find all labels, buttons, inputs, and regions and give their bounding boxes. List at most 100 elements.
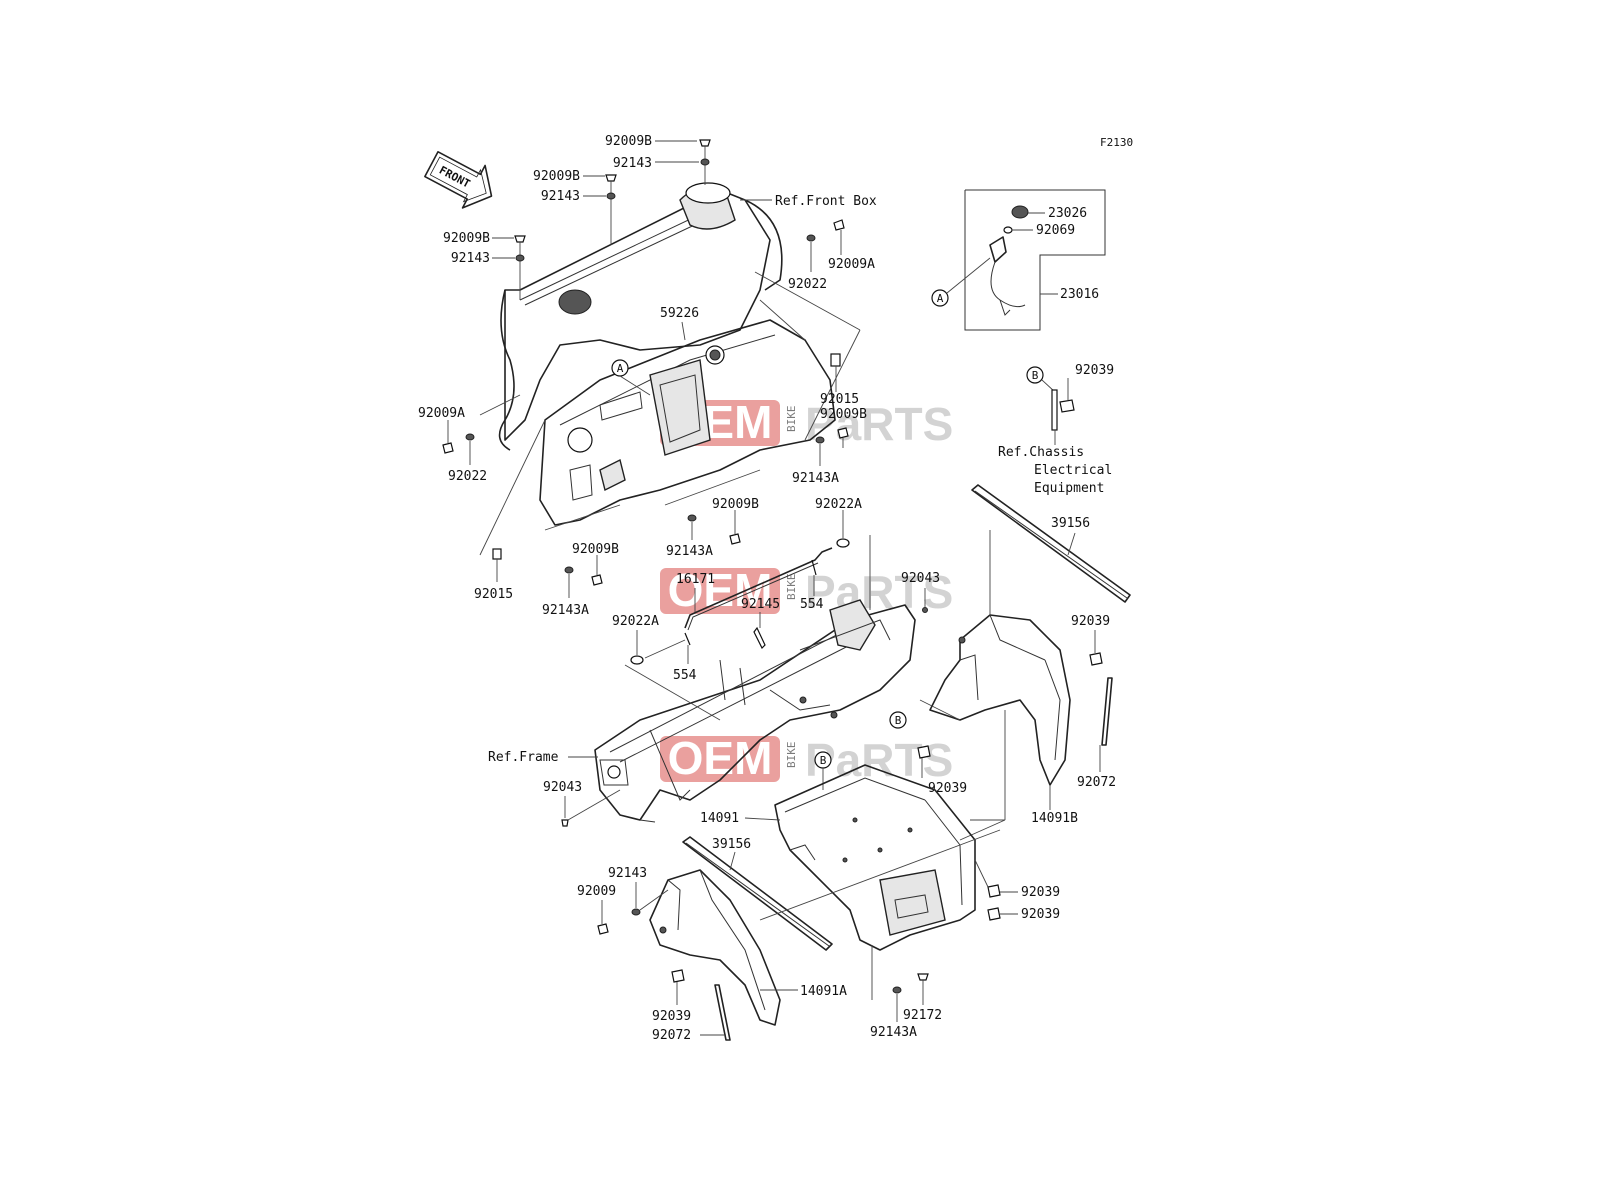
label-left-bolt-a: 92009A [418, 406, 465, 421]
watermark-bike-2: BIKE [785, 574, 798, 601]
fastener-bolt-bottom-left [597, 923, 609, 935]
fastener-frame-bolt-right [922, 607, 928, 613]
callout-b-cover: B [814, 751, 832, 790]
label-rod-left: 92072 [652, 1028, 691, 1043]
label-socket-oring: 92069 [1036, 223, 1075, 238]
label-socket: 23016 [1060, 287, 1099, 302]
label-frame-bolt-left: 92043 [543, 780, 582, 795]
label-clip-cover-1: 92039 [1021, 885, 1060, 900]
left-fender [649, 869, 781, 1026]
fastener-right-bolt-a [806, 219, 845, 272]
clip-92145 [753, 626, 766, 650]
callout-b-center: B [889, 711, 907, 729]
label-left-collar: 92015 [474, 587, 513, 602]
label-clip-right-1: 92039 [1071, 614, 1110, 629]
figure-code: F2130 [1100, 136, 1133, 149]
callout-a-dash: A [611, 359, 651, 396]
watermark-oem-3: OEM [668, 732, 773, 784]
label-right-collar: 92015 [820, 392, 859, 407]
label-right-washer: 92022 [788, 277, 827, 292]
label-left-bolt-2: 92009B [443, 231, 490, 246]
fastener-clip-center [917, 745, 931, 759]
callout-a-socket-text: A [937, 292, 944, 305]
label-right-bolt: 92009A [828, 257, 875, 272]
label-clip-left: 92039 [652, 1009, 691, 1024]
label-cable: 16171 [676, 572, 715, 587]
label-strip-left: 39156 [712, 837, 751, 852]
fastener-top-washer [700, 158, 710, 166]
fastener-cable-washer-a [836, 538, 850, 548]
fastener-lower-bolt-b [687, 510, 741, 545]
label-mudflap-strip-right: 39156 [1051, 516, 1090, 531]
watermark-parts-2: PaRTS [805, 566, 953, 618]
ref-chassis-line2: Electrical [1034, 463, 1112, 478]
clip-554-left [684, 632, 691, 646]
ref-front-box: Ref.Front Box [775, 194, 877, 209]
fastener-clip-cover-2 [987, 907, 1001, 921]
cable [684, 547, 833, 629]
label-lower-bolt-b: 92009B [712, 497, 759, 512]
label-rod-right: 92072 [1077, 775, 1116, 790]
label-clip-554-left: 554 [673, 668, 697, 683]
fastener-frame-bolt-left [561, 819, 569, 827]
label-clip-554-right: 554 [800, 597, 824, 612]
fastener-left-bolt-2 [514, 235, 526, 300]
upper-inner-panel [504, 182, 783, 441]
label-clip-92145: 92145 [741, 597, 780, 612]
label-washer-bottom-left: 92143 [608, 866, 647, 881]
label-left-washer-22: 92022 [448, 469, 487, 484]
left-side-trim [498, 289, 515, 451]
watermark-bike-3: BIKE [785, 742, 798, 769]
clip-554-right [811, 559, 817, 576]
fastener-clip-cover-1 [987, 884, 1001, 898]
callout-b-chassis-text: B [1032, 369, 1039, 382]
front-arrow-icon: FRONT [424, 150, 493, 209]
fastener-washer-bottom-left [631, 908, 641, 916]
callout-a-dash-text: A [617, 362, 624, 375]
fastener-cable-washer-left [630, 655, 644, 665]
callout-b-cover-text: B [820, 754, 827, 767]
label-clip-cover-2: 92039 [1021, 907, 1060, 922]
rod-right [1101, 677, 1113, 746]
label-right-bolt-b: 92009B [820, 407, 867, 422]
watermark-group: OEM BIKE PaRTS OEM BIKE PaRTS OEM BIKE P… [660, 396, 953, 786]
label-left-lower-bolt-b: 92009B [572, 542, 619, 557]
socket-cap-icon [1011, 205, 1029, 219]
label-clip-center: 92039 [928, 781, 967, 796]
label-socket-cap: 23026 [1048, 206, 1087, 221]
label-left-washer-1: 92143 [541, 189, 580, 204]
label-frame-bolt-right: 92043 [901, 571, 940, 586]
label-left-washer-2: 92143 [451, 251, 490, 266]
fastener-left-bolt-a [442, 420, 475, 465]
ref-chassis-line1: Ref.Chassis [998, 445, 1084, 460]
callout-b-chassis: B [1026, 366, 1075, 431]
label-top-bolt: 92009B [605, 134, 652, 149]
center-cover [774, 764, 976, 951]
label-fender-right: 14091B [1031, 811, 1078, 826]
dash-panel [539, 319, 836, 526]
watermark-bike-1: BIKE [785, 406, 798, 433]
fastener-left-lower [492, 548, 603, 598]
fastener-left-bolt-1 [605, 174, 617, 245]
label-dash-panel: 59226 [660, 306, 699, 321]
fastener-right-collar [830, 353, 841, 367]
label-fender-left: 14091A [800, 984, 847, 999]
label-cable-washer-a: 92022A [815, 497, 862, 512]
ref-chassis-line3: Equipment [1034, 481, 1104, 496]
socket-oring-icon [1003, 226, 1013, 234]
callout-a-socket: A [931, 257, 991, 307]
fastener-clip-right-1 [1089, 652, 1103, 666]
right-mud-strip [971, 484, 1131, 603]
label-left-lower-washer-a: 92143A [542, 603, 589, 618]
frame [594, 599, 916, 823]
callout-b-center-text: B [895, 714, 902, 727]
label-clip-b-top: 92039 [1075, 363, 1114, 378]
right-fender [929, 614, 1071, 786]
label-lower-washer-a: 92143A [666, 544, 713, 559]
fastener-screw-bottom [917, 973, 929, 981]
label-left-bolt-1: 92009B [533, 169, 580, 184]
rod-left [714, 984, 731, 1041]
label-right-washer-a: 92143A [792, 471, 839, 486]
left-mud-strip [682, 836, 833, 951]
